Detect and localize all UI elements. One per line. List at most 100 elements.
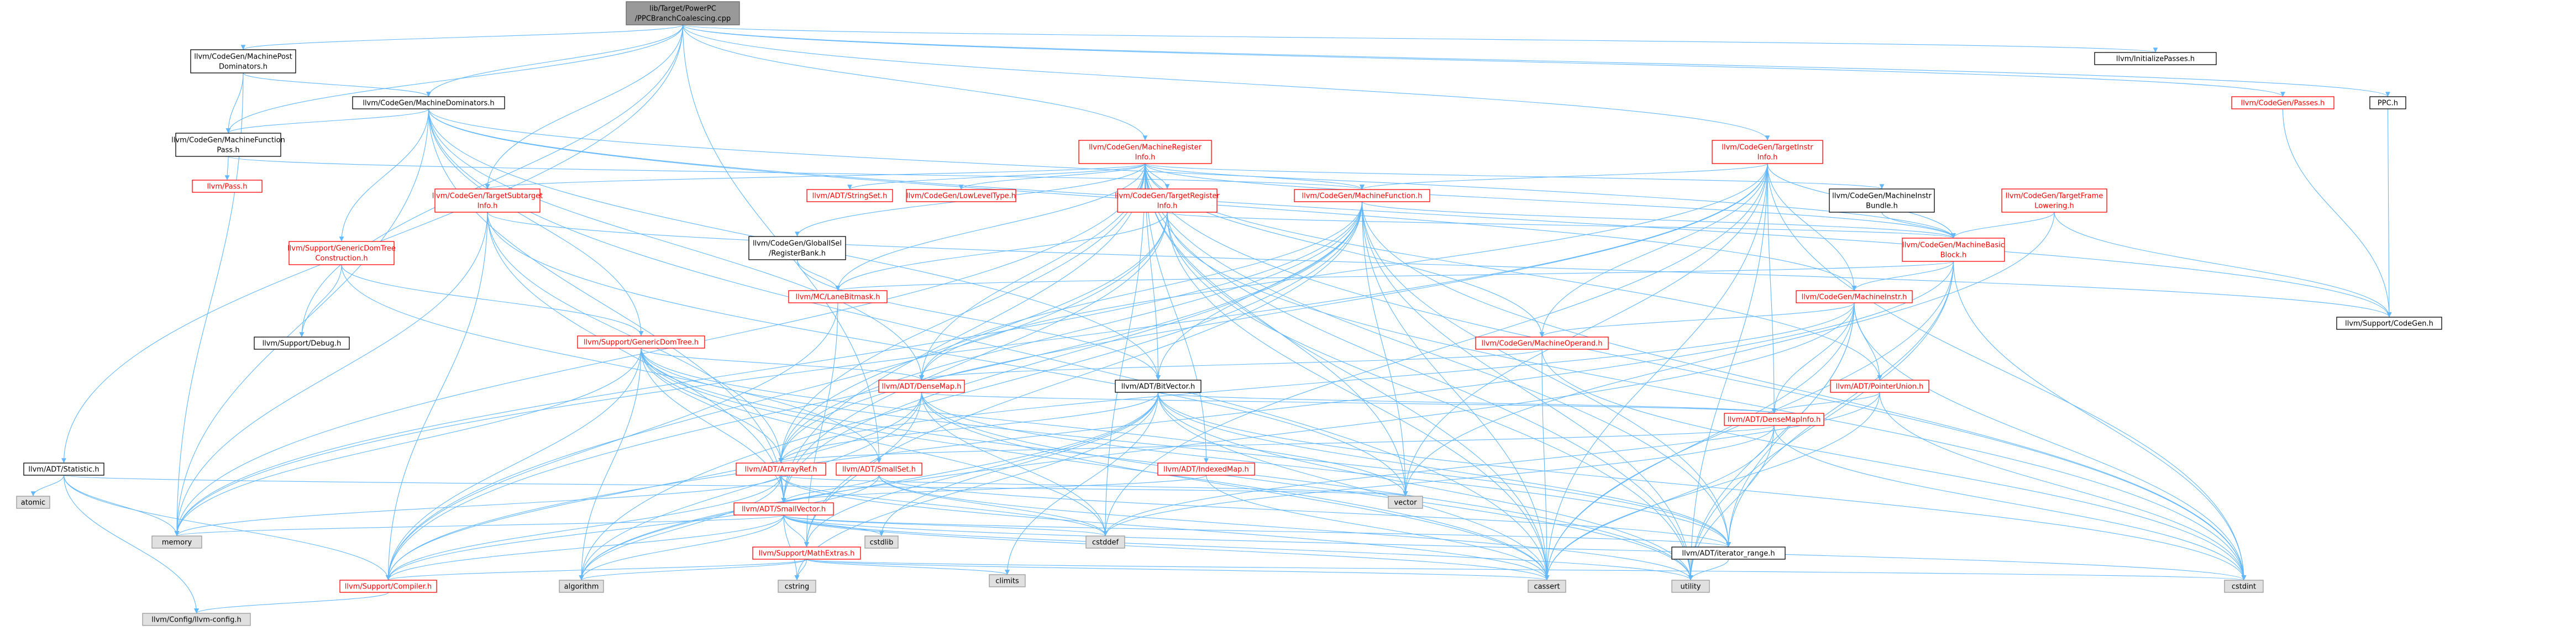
node-box — [1078, 140, 1212, 164]
node-densemap[interactable]: llvm/ADT/DenseMap.h — [878, 380, 965, 393]
node-ptrunion[interactable]: llvm/ADT/PointerUnion.h — [1830, 380, 1929, 393]
edge-ppch-to-supcg — [2386, 108, 2392, 318]
edge-tii-to-mf — [1360, 163, 1768, 190]
edge-tri-to-compiler — [386, 212, 1168, 581]
edge-densemap-to-cassert — [921, 392, 1550, 581]
node-label: llvm/Support/GenericDomTree.h — [584, 339, 699, 347]
node-mathextras[interactable]: llvm/Support/MathExtras.h — [752, 546, 861, 560]
edge-mib-to-mbb — [1881, 212, 1956, 239]
node-label: atomic — [21, 499, 45, 507]
node-root: lib/Target/PowerPC/PPCBranchCoalescing.c… — [626, 1, 740, 25]
edge-mf-to-cassert — [1361, 201, 1550, 581]
node-cstdint: cstdint — [2224, 580, 2264, 593]
node-box — [1157, 462, 1255, 476]
node-label: vector — [1394, 499, 1417, 507]
node-passes[interactable]: llvm/CodeGen/Passes.h — [2231, 96, 2334, 109]
node-lanebm[interactable]: llvm/MC/LaneBitmask.h — [788, 290, 888, 303]
node-box — [989, 574, 1026, 587]
edge-root-to-passes — [682, 24, 2285, 97]
edge-mdt-to-mfpass — [225, 108, 429, 134]
edge-mri-to-arrayref — [778, 163, 1146, 464]
edge-root-to-mpdt — [240, 24, 684, 50]
edge-mri-to-cassert — [1145, 163, 1550, 581]
node-smallvector[interactable]: llvm/ADT/SmallVector.h — [733, 502, 834, 516]
node-indexedmap[interactable]: llvm/ADT/IndexedMap.h — [1157, 462, 1255, 476]
edge-bitvector-to-iterrange — [1157, 392, 1731, 548]
node-smallset[interactable]: llvm/ADT/SmallSet.h — [836, 462, 922, 476]
node-ppch[interactable]: PPC.h — [2369, 96, 2406, 109]
edge-mbb-to-cstdint — [1953, 261, 2247, 581]
node-statistic[interactable]: llvm/ADT/Statistic.h — [23, 462, 104, 476]
edge-smallvector-to-cassert — [783, 514, 1550, 581]
edge-gdt-to-algorithm — [579, 348, 642, 581]
node-box — [878, 380, 965, 393]
node-utility: utility — [1671, 580, 1710, 593]
edge-mo-to-densemap — [919, 349, 1543, 381]
node-box — [806, 189, 893, 202]
edge-gdt-to-cassert — [641, 348, 1550, 581]
edge-smallvector-to-compiler — [386, 514, 784, 581]
node-arrayref[interactable]: llvm/ADT/ArrayRef.h — [736, 462, 826, 476]
edge-tri-to-smallvector — [781, 212, 1168, 503]
node-label: llvm/InitializePasses.h — [2116, 55, 2195, 64]
node-bitvector[interactable]: llvm/ADT/BitVector.h — [1115, 380, 1202, 393]
node-label: /RegisterBank.h — [769, 250, 826, 258]
node-label: llvm/Support/Compiler.h — [345, 583, 432, 591]
node-label: llvm/CodeGen/TargetRegister — [1115, 192, 1220, 201]
edge-mri-to-iterrange — [1145, 163, 1731, 548]
node-box — [1796, 290, 1913, 303]
node-mf[interactable]: llvm/CodeGen/MachineFunction.h — [1294, 189, 1430, 202]
node-gdt[interactable]: llvm/Support/GenericDomTree.h — [577, 335, 705, 349]
edge-smallvector-to-cstddef — [783, 514, 1108, 537]
node-iterrange[interactable]: llvm/ADT/iterator_range.h — [1671, 546, 1786, 560]
edge-bitvector-to-dmi — [1157, 392, 1776, 414]
edge-tri-to-cstdint — [1167, 212, 2247, 581]
edge-lanebm-to-compiler — [386, 302, 838, 581]
edge-statistic-to-compiler — [63, 475, 391, 581]
edge-smallset-to-smallvector — [781, 475, 880, 503]
edge-mf-to-vector — [1361, 201, 1408, 497]
edge-arrayref-to-algorithm — [579, 475, 781, 581]
node-supcg[interactable]: llvm/Support/CodeGen.h — [2336, 317, 2442, 330]
edge-smallset-to-utility — [878, 475, 1693, 581]
node-label: Info.h — [1135, 154, 1156, 162]
node-box — [626, 1, 740, 25]
node-stringset[interactable]: llvm/ADT/StringSet.h — [806, 189, 893, 202]
node-label: llvm/CodeGen/MachineFunction.h — [1302, 192, 1422, 201]
node-initpasses[interactable]: llvm/InitializePasses.h — [2094, 52, 2217, 65]
node-box — [752, 546, 861, 560]
edge-mdt-to-memory — [174, 108, 429, 537]
node-mdt[interactable]: llvm/CodeGen/MachineDominators.h — [352, 96, 505, 109]
node-lowlevel[interactable]: llvm/CodeGen/LowLevelType.h — [906, 189, 1016, 202]
node-mo[interactable]: llvm/CodeGen/MachineOperand.h — [1475, 337, 1609, 350]
node-gisel[interactable]: llvm/CodeGen/GlobalISel/RegisterBank.h — [748, 236, 846, 260]
edge-mri-to-indexedmap — [1145, 163, 1209, 464]
edge-indexedmap-to-cassert — [1205, 475, 1550, 581]
edge-tsi-to-vector — [487, 212, 1408, 497]
node-pass[interactable]: llvm/Pass.h — [192, 180, 263, 193]
node-debug[interactable]: llvm/Support/Debug.h — [254, 337, 350, 350]
node-cstddef: cstddef — [1085, 535, 1125, 549]
node-mi[interactable]: llvm/CodeGen/MachineInstr.h — [1796, 290, 1913, 303]
edge-ptrunion-to-cstddef — [1103, 392, 1880, 537]
edge-mbb-to-lanebm — [836, 261, 1954, 291]
node-compiler[interactable]: llvm/Support/Compiler.h — [339, 580, 437, 593]
node-label: llvm/Support/MathExtras.h — [759, 550, 855, 558]
node-label: llvm/CodeGen/Passes.h — [2241, 99, 2325, 108]
node-label: llvm/ADT/SmallVector.h — [742, 506, 826, 514]
node-gdtc[interactable]: llvm/Support/GenericDomTreeConstruction.… — [287, 241, 396, 265]
edge-smallvector-to-cstdint — [783, 514, 2246, 581]
node-label: llvm/CodeGen/LowLevelType.h — [906, 192, 1016, 201]
node-dmi[interactable]: llvm/ADT/DenseMapInfo.h — [1724, 413, 1824, 426]
edge-gdtc-to-smallset — [341, 264, 882, 464]
